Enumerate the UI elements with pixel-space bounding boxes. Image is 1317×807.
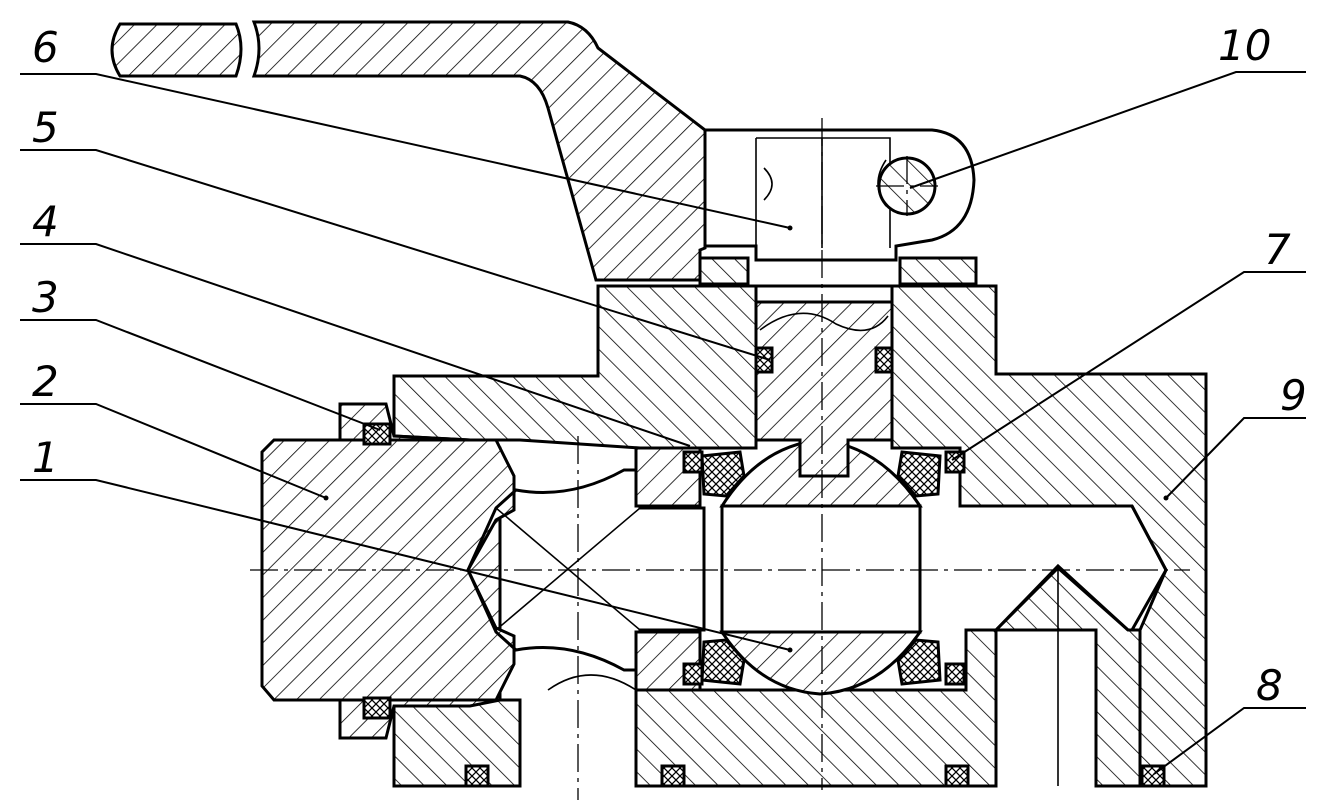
callout-8: 8	[1256, 661, 1283, 710]
callout-10: 10	[1218, 21, 1271, 70]
callout-4: 4	[32, 197, 59, 246]
callout-7: 7	[1264, 225, 1291, 274]
handle-lever	[110, 20, 707, 282]
ball	[719, 438, 923, 696]
callout-1: 1	[32, 433, 59, 482]
stem	[754, 300, 894, 478]
leader-lines	[20, 71, 1306, 775]
end-cap	[260, 402, 516, 740]
callout-9: 9	[1280, 371, 1307, 420]
valve-body	[392, 284, 1208, 788]
callout-3: 3	[32, 273, 59, 322]
callout-5: 5	[32, 103, 59, 152]
seal-rings	[362, 346, 1166, 788]
center-lines	[250, 118, 1190, 800]
callout-6: 6	[32, 23, 59, 72]
callout-2: 2	[32, 357, 59, 406]
